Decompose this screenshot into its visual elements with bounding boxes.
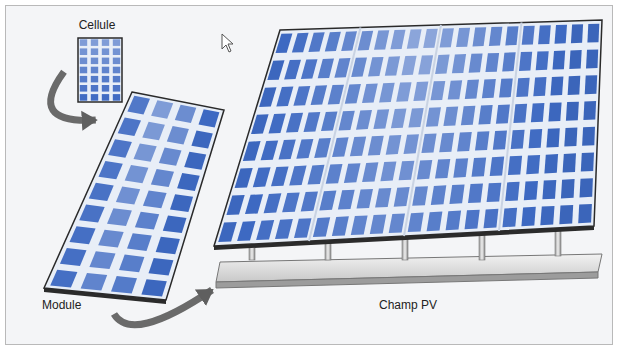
picture-node: Cellule: [64, 16, 130, 106]
picture-node: Module: [38, 120, 190, 314]
cell-picture: [78, 38, 122, 102]
flow-arrow: [114, 290, 212, 325]
part-label: Module: [42, 298, 81, 312]
part-label: Champ PV: [379, 298, 437, 312]
module-picture: [44, 92, 224, 304]
part-label: Cellule: [79, 18, 116, 32]
field-base-side: [216, 272, 598, 288]
picture-node: Champ PV: [212, 14, 608, 314]
field-picture: [214, 20, 602, 250]
flow-arrow: [51, 72, 96, 120]
cursor-icon: [222, 34, 233, 52]
